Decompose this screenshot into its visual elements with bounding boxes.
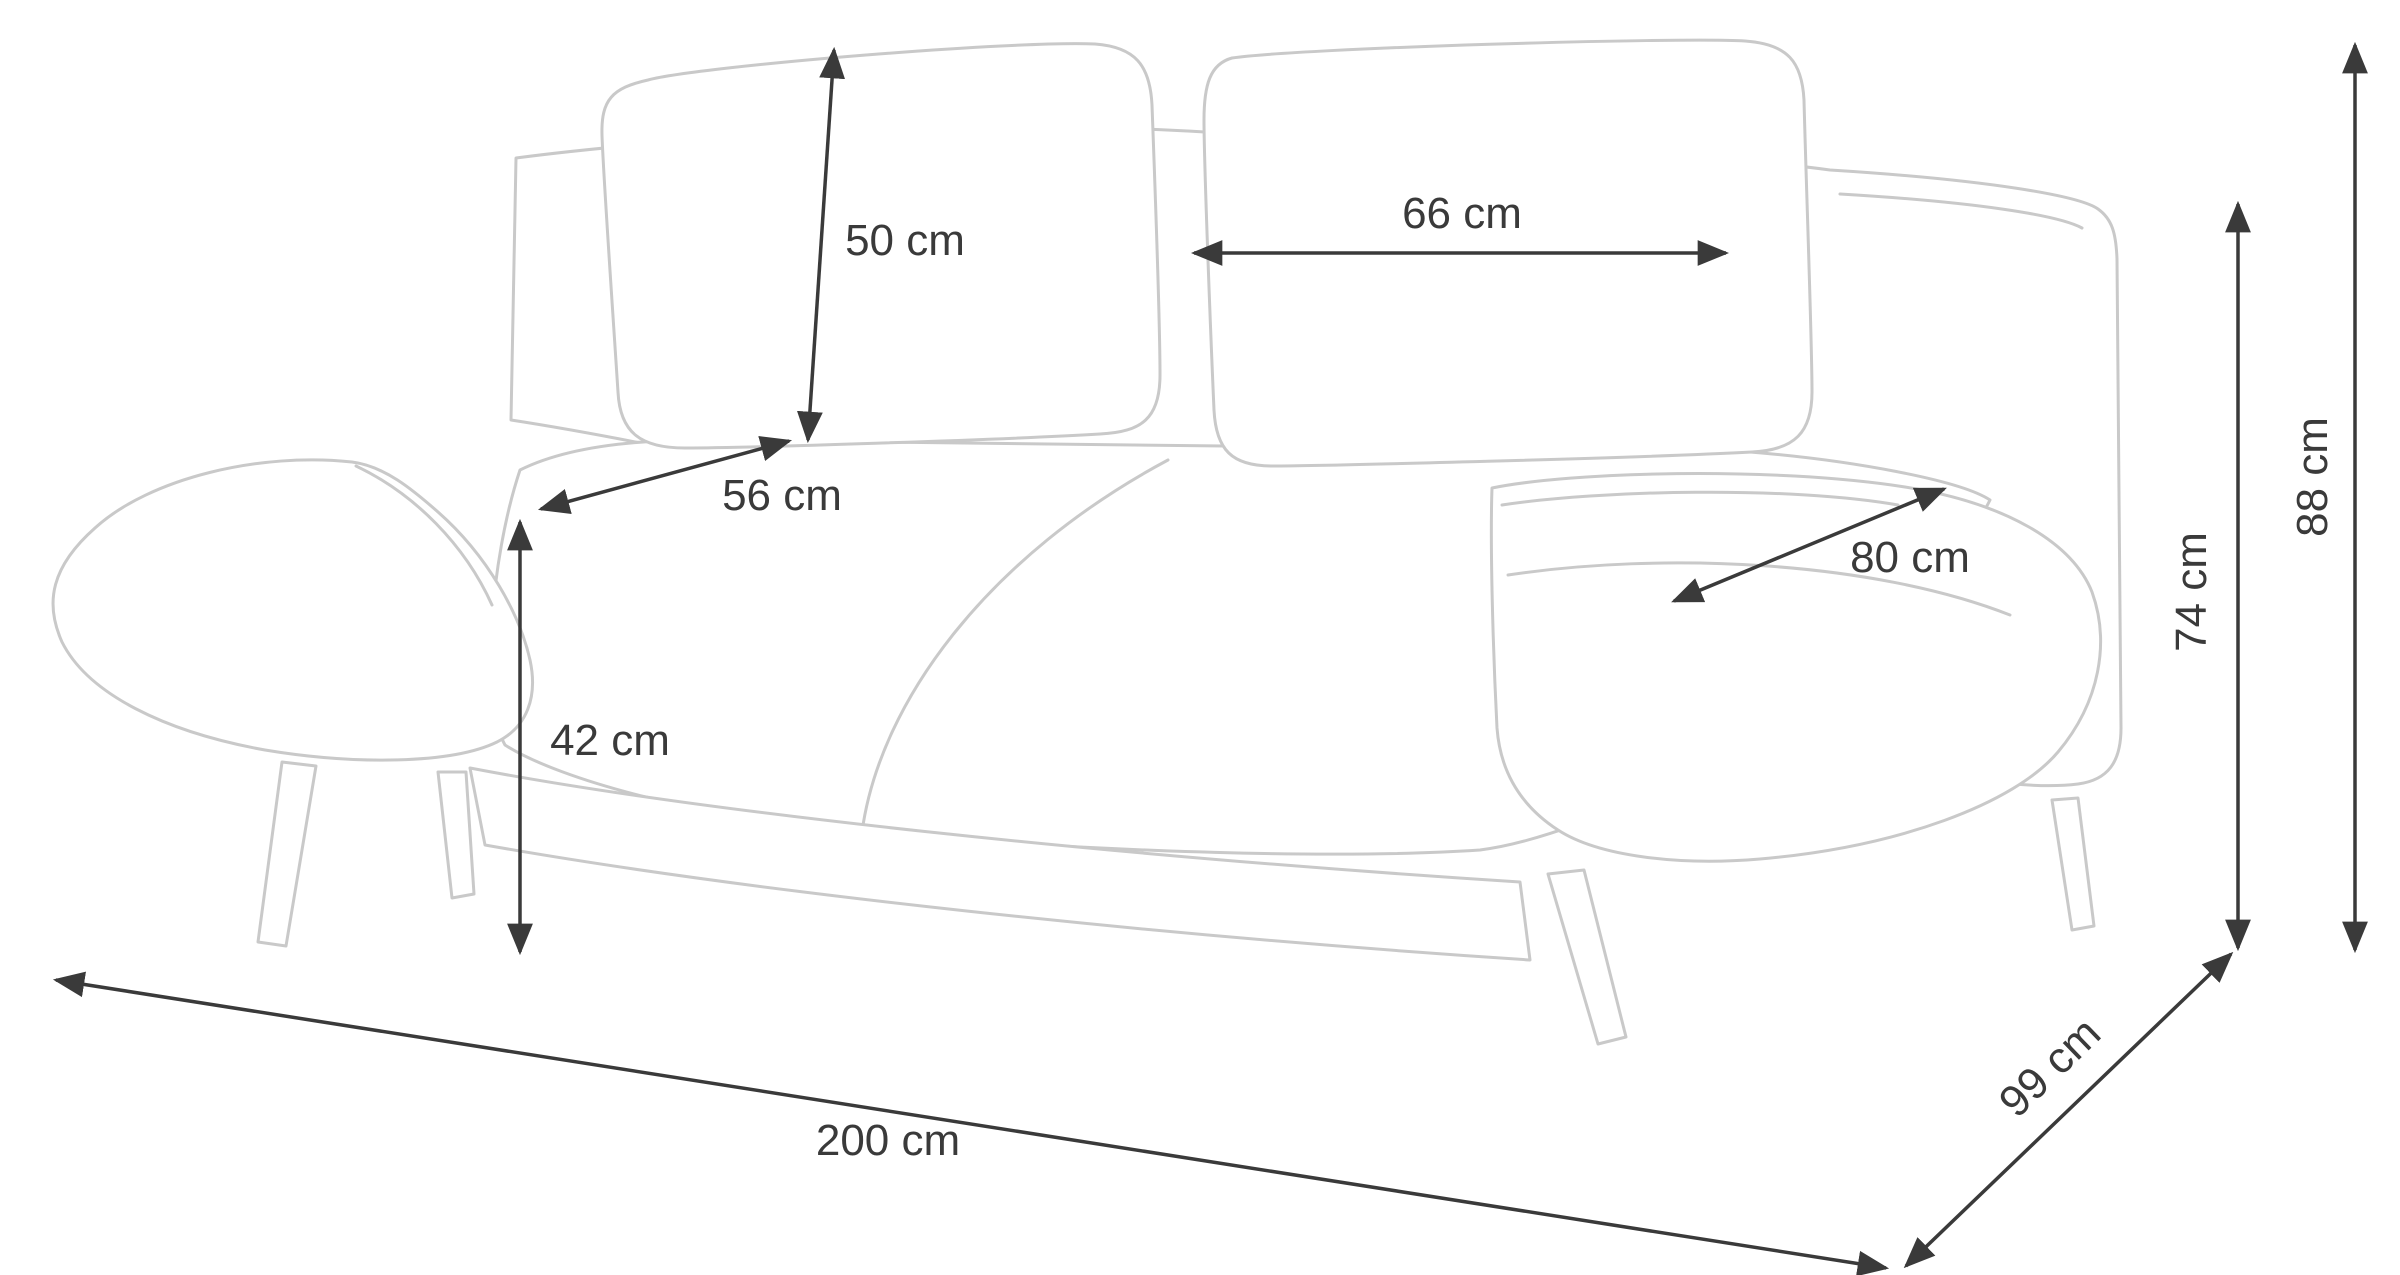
- dimension-line-seat-width: [1671, 487, 1947, 603]
- dimension-line-total-depth: [1903, 951, 2234, 1269]
- dimension-lines: [52, 41, 2368, 1275]
- sofa-seat-seam: [860, 458, 1170, 834]
- sofa-armrest-right: [1489, 472, 2102, 863]
- dimension-label-total-height: 88 cm: [2288, 417, 2337, 537]
- dimension-label-back-cushion-width: 66 cm: [1402, 189, 1522, 238]
- dimension-label-total-length: 200 cm: [816, 1116, 960, 1165]
- sofa-armrest-left-contour: [354, 464, 494, 607]
- sofa-back-cushion-left: [600, 42, 1162, 450]
- sofa-backrest-frame-inner-edge: [1838, 192, 2084, 230]
- sofa-leg-front-left: [256, 760, 318, 948]
- dimension-line-seat-depth: [537, 436, 793, 514]
- dimension-line-back-cushion-height: [796, 46, 846, 444]
- sofa-leg-back-right: [2050, 796, 2096, 932]
- dimension-label-seat-width: 80 cm: [1850, 533, 1970, 582]
- sofa-armrest-left: [51, 458, 534, 762]
- sofa-leg-front-right: [1546, 868, 1628, 1046]
- dimension-label-back-cushion-height: 50 cm: [845, 216, 965, 265]
- dimension-label-backrest-height: 74 cm: [2167, 532, 2216, 652]
- sofa-outline: [51, 38, 2123, 1046]
- dimension-label-seat-depth: 56 cm: [722, 471, 842, 520]
- dimension-label-seat-height: 42 cm: [550, 716, 670, 765]
- sofa-base: [468, 766, 1532, 962]
- dimension-line-total-length: [52, 971, 1890, 1275]
- dimension-label-total-depth: 99 cm: [1990, 1008, 2110, 1126]
- sofa-leg-front-left-inner: [436, 770, 476, 900]
